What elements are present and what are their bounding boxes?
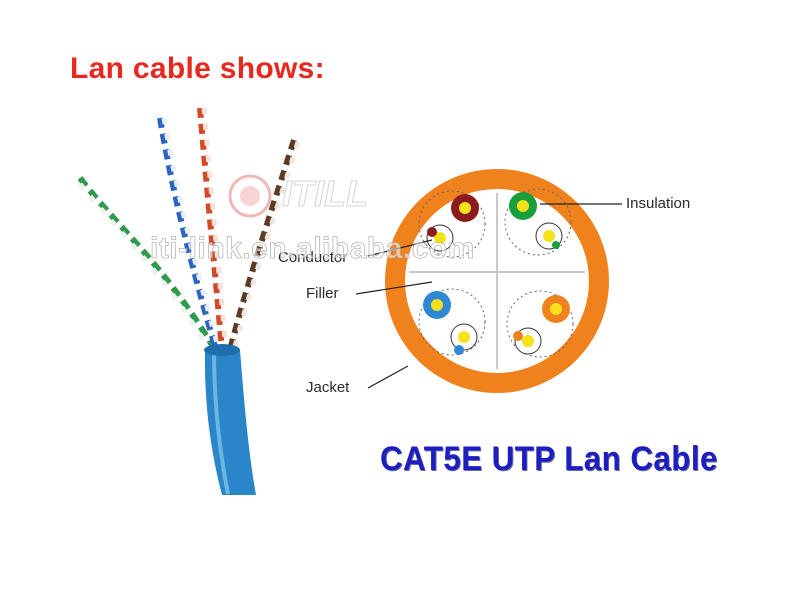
watermark-logo: ITILL xyxy=(228,173,368,218)
page-heading: Lan cable shows: xyxy=(70,52,325,85)
watermark-text: iti-link.en.alibaba.com xyxy=(150,232,475,265)
diagram-caption: CAT5E UTP Lan Cable xyxy=(380,440,718,478)
cable-sheath xyxy=(204,344,256,495)
conductor-leader xyxy=(367,239,433,257)
jacket-label: Jacket xyxy=(306,379,350,396)
watermark-logo-text: ITILL xyxy=(282,173,368,214)
pair-bottom-right xyxy=(506,290,574,358)
leader-lines xyxy=(355,203,622,389)
pair-bottom-left xyxy=(418,288,486,356)
twisted-pair-brown xyxy=(227,139,301,351)
pair-top-left xyxy=(418,190,486,258)
conductor-label: Conductor xyxy=(278,249,347,266)
cable-illustration xyxy=(77,107,301,495)
filler-leader xyxy=(355,281,433,295)
watermark: ITILL iti-link.en.alibaba.com xyxy=(150,173,475,266)
twisted-pair-green xyxy=(77,176,217,352)
jacket-leader xyxy=(367,365,409,389)
twisted-pair-orange xyxy=(197,107,229,351)
cross-filler xyxy=(409,193,585,369)
filler-label: Filler xyxy=(306,285,339,302)
pair-top-right xyxy=(504,188,572,256)
cable-cross-section: Insulation Conductor Filler Jacket xyxy=(278,169,690,396)
insulation-label: Insulation xyxy=(626,195,690,212)
